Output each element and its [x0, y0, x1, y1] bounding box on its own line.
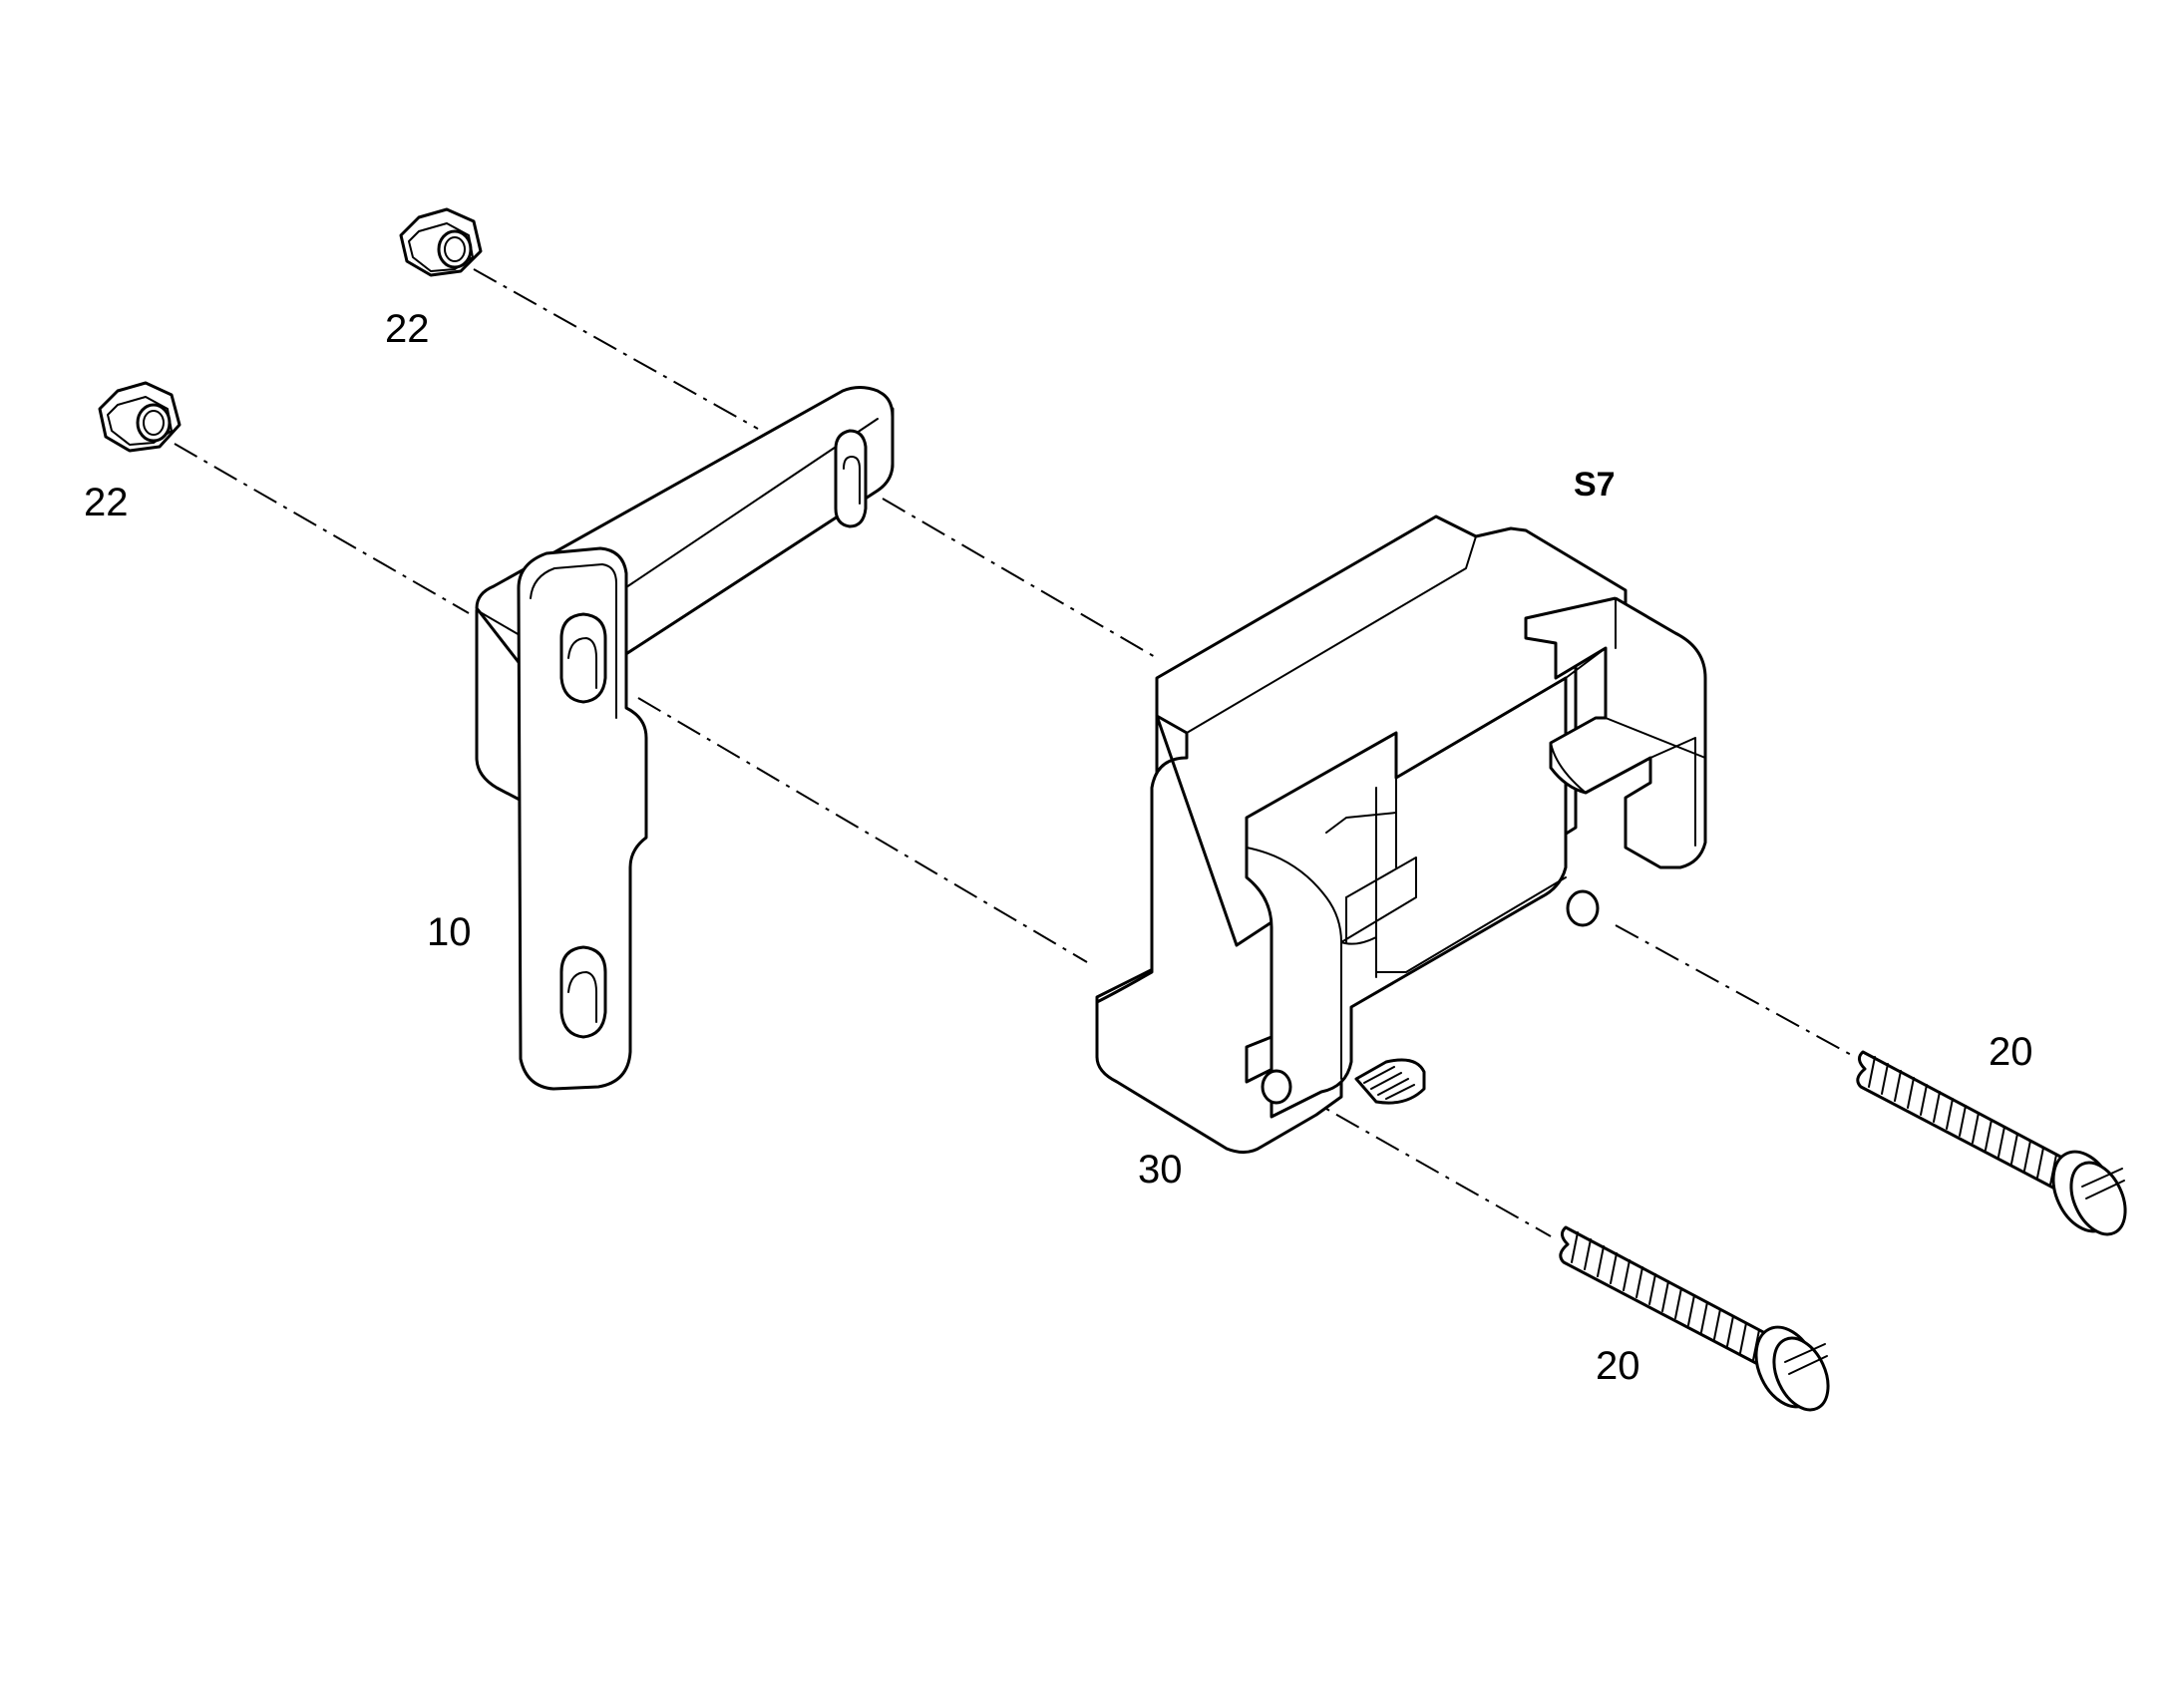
callout-nut-top: 22: [385, 307, 430, 351]
screw-bottom: [1559, 1225, 1830, 1412]
mounting-bracket: [475, 386, 895, 1091]
callout-screw-bottom: 20: [1596, 1344, 1640, 1388]
limit-switch: [1095, 514, 1707, 1154]
hex-nut-top: [399, 207, 483, 277]
screw-right: [1856, 1050, 2127, 1236]
callout-nut-left: 22: [84, 481, 129, 524]
assembly-lines: [174, 268, 1856, 1237]
hex-nut-left: [98, 381, 182, 453]
callout-screw-right: 20: [1989, 1030, 2033, 1074]
callout-switch: 30: [1138, 1148, 1183, 1192]
assembly-label: S7: [1574, 466, 1616, 504]
callout-bracket: 10: [427, 910, 472, 954]
